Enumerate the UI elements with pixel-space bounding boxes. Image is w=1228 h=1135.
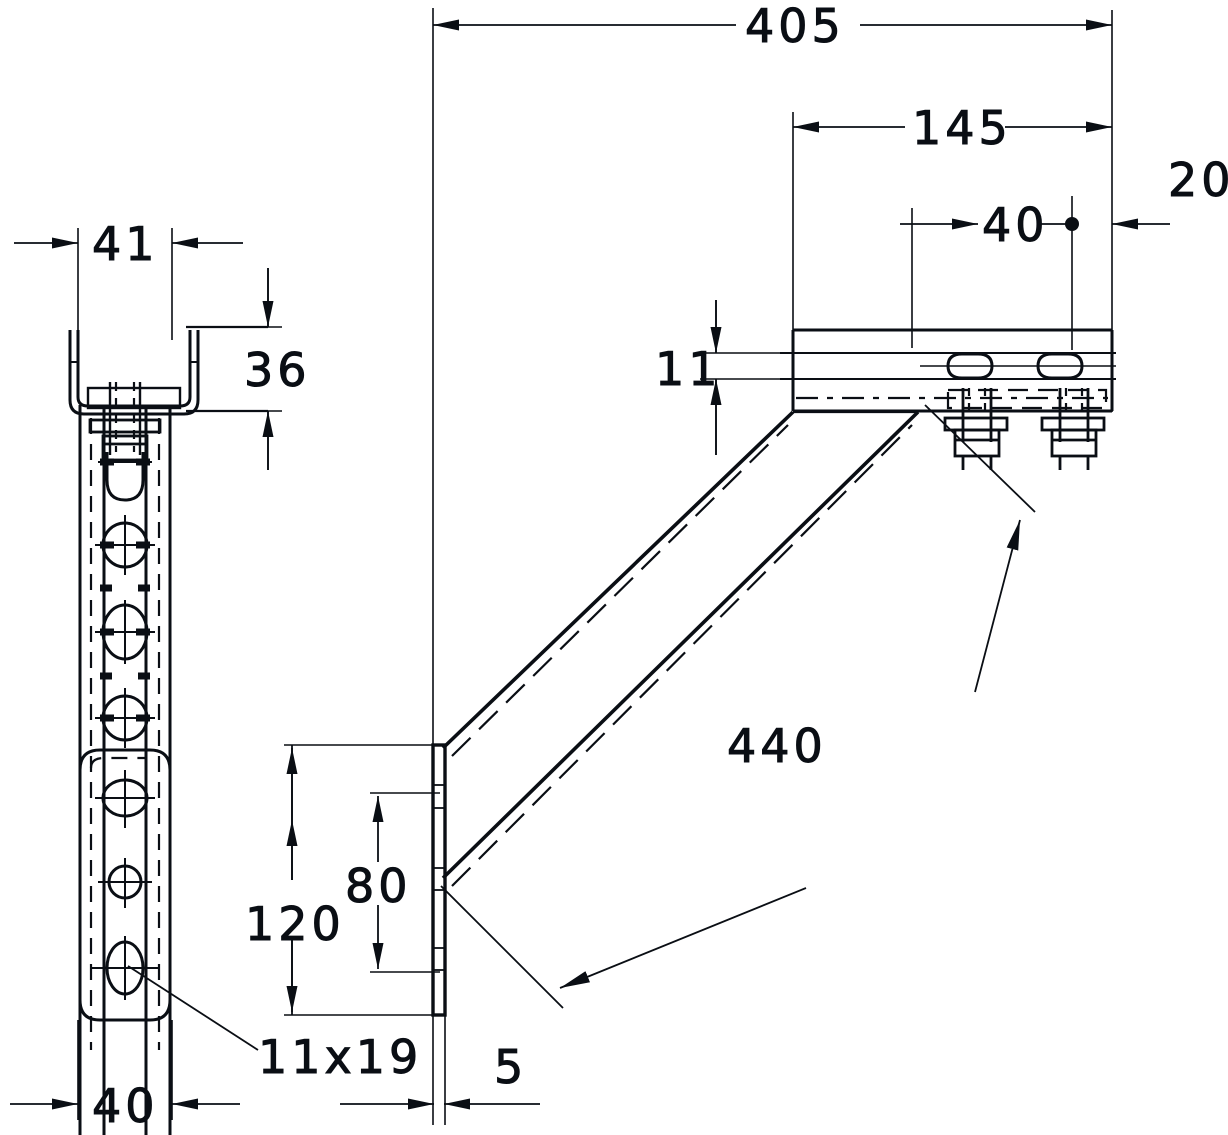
u-channel-bracket [68,325,268,416]
dimension-label-11x19: 11x19 [258,1030,422,1084]
dimension-label-41: 41 [92,217,159,271]
dimension-label-145: 145 [912,101,1012,155]
vertical-wall-profile [78,405,172,1135]
dimension-label-440: 440 [727,719,827,773]
horizontal-rail [780,328,1116,413]
dimension-label-120: 120 [245,897,345,951]
dimension-label-5: 5 [494,1040,527,1094]
dimension-40-top [900,217,1079,231]
dimension-label-11: 11 [655,342,722,396]
dimension-11x19-leader [127,965,259,1051]
dimension-440 [440,404,1036,1009]
dimension-label-80: 80 [345,859,412,913]
wall-plate [431,743,447,1017]
dimension-label-20: 20 [1168,153,1228,207]
dimension-label-405: 405 [745,0,845,53]
dimension-label-40-bottom: 40 [92,1079,159,1133]
dimension-label-36: 36 [244,343,311,397]
extension-lines [77,8,1113,1125]
hole-tick-marks [100,458,150,722]
hex-bolt-assembly-right [943,388,1106,470]
diagonal-brace [441,410,920,887]
dimension-label-40-top: 40 [982,198,1049,252]
hex-bolt-assembly-left [88,382,162,462]
